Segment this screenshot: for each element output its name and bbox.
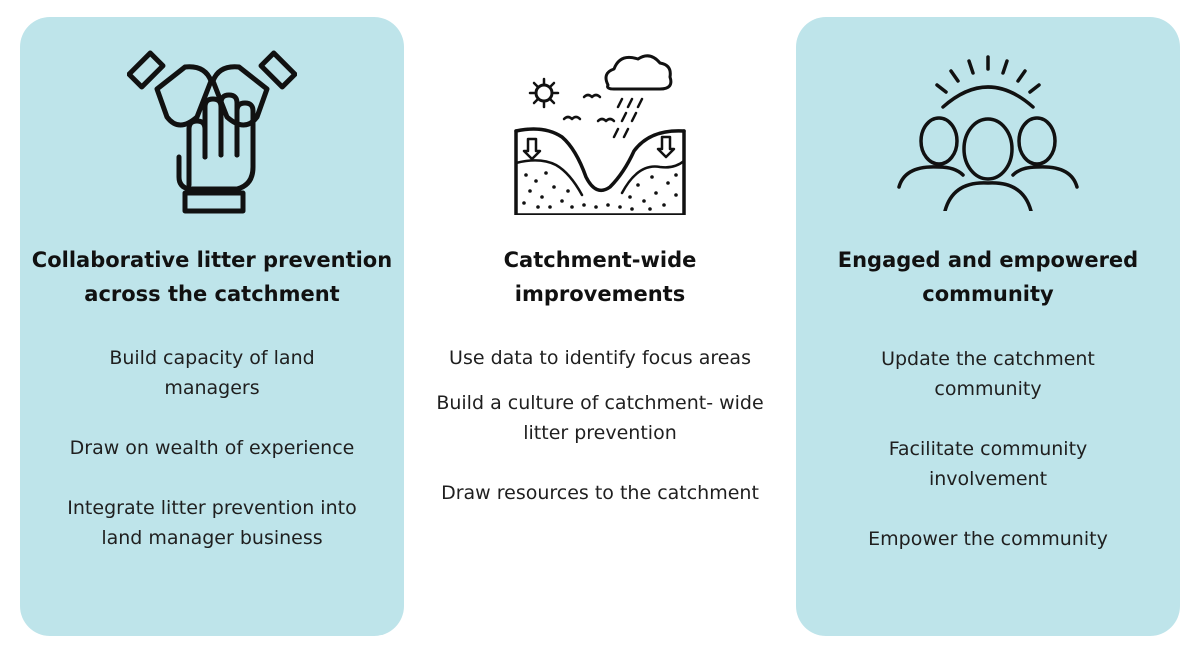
item-text: Empower the community: [868, 528, 1108, 550]
heading-community: Engaged and empowered community: [796, 243, 1180, 311]
heading-line: community: [922, 282, 1054, 306]
item-text: land manager business: [101, 527, 323, 549]
heading-line: Engaged and empowered: [837, 248, 1139, 272]
list-item: Facilitate community involvement: [796, 434, 1180, 494]
item-list: Use data to identify focus areas Build a…: [408, 343, 792, 508]
list-item: Draw on wealth of experience: [20, 433, 404, 463]
list-item: Empower the community: [796, 524, 1180, 554]
heading-catchment: Catchment-wide improvements: [408, 243, 792, 311]
list-item: Update the catchment community: [796, 344, 1180, 404]
heading-collaborative: Collaborative litter prevention across t…: [20, 243, 404, 311]
community-people-icon: [897, 55, 1079, 211]
item-text: Build a culture of catchment- wide: [436, 392, 764, 414]
heading-line: Collaborative litter prevention: [31, 248, 393, 272]
item-text: litter prevention: [523, 422, 677, 444]
hands-together-icon: [127, 50, 297, 214]
item-list: Update the catchment community Facilitat…: [796, 344, 1180, 554]
catchment-landscape-icon: [514, 54, 686, 215]
list-item: Integrate litter prevention into land ma…: [20, 493, 404, 553]
list-item: Draw resources to the catchment: [408, 478, 792, 508]
list-item: Build a culture of catchment- wide litte…: [408, 388, 792, 448]
item-list: Build capacity of land managers Draw on …: [20, 343, 404, 553]
item-text: Integrate litter prevention into: [67, 497, 357, 519]
list-item: Build capacity of land managers: [20, 343, 404, 403]
item-text: Draw resources to the catchment: [441, 482, 759, 504]
item-text: Facilitate community: [888, 438, 1088, 460]
item-text: Draw on wealth of experience: [69, 437, 355, 459]
heading-line: across the catchment: [84, 282, 340, 306]
column-catchment-card: Catchment-wide improvements Use data to …: [408, 17, 792, 636]
heading-line: improvements: [514, 282, 686, 306]
column-collaborative-card: Collaborative litter prevention across t…: [20, 17, 404, 636]
heading-line: Catchment-wide: [503, 248, 697, 272]
list-item: Use data to identify focus areas: [408, 343, 792, 373]
item-text: Build capacity of land: [109, 347, 315, 369]
item-text: involvement: [928, 468, 1048, 490]
item-text: managers: [164, 377, 260, 399]
column-community-card: Engaged and empowered community Update t…: [796, 17, 1180, 636]
item-text: Update the catchment: [881, 348, 1095, 370]
item-text: Use data to identify focus areas: [449, 347, 751, 369]
item-text: community: [934, 378, 1042, 400]
